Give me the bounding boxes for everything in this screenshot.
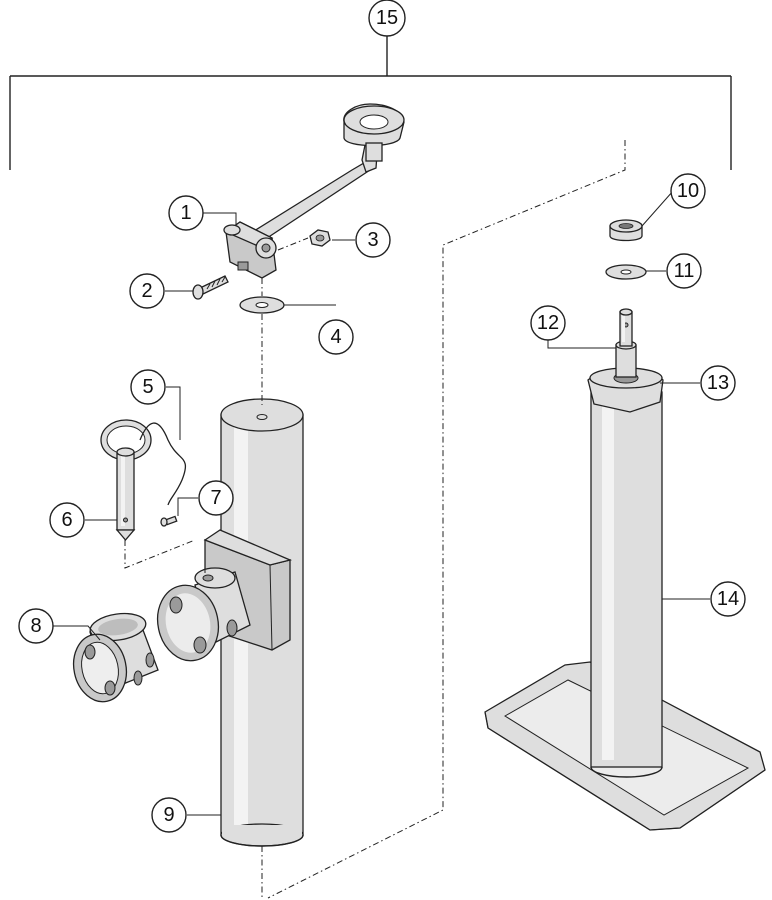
part-5-lanyard [139,422,187,506]
callout-13-label: 13 [707,372,729,394]
part-2-bolt [192,275,229,300]
callout-14: 14 [710,581,746,617]
callout-11: 11 [666,253,702,289]
callout-12: 12 [530,305,566,341]
callout-11-label: 11 [674,260,695,282]
separator-line [267,140,626,899]
callout-6: 6 [49,502,85,538]
callout-6-label: 6 [61,509,72,531]
pin-alignment-line [124,539,206,575]
callout-3-label: 3 [367,229,378,251]
callout-2-label: 2 [141,280,152,302]
callout-1-label: 1 [180,202,191,224]
part-6-pin [100,419,152,542]
callout-9-label: 9 [163,804,174,826]
callout-12-label: 12 [537,312,559,334]
callout-14-label: 14 [717,588,739,610]
leader-lines [53,190,710,816]
part-3-nut [277,229,331,251]
callout-8: 8 [18,608,54,644]
callout-5-label: 5 [142,376,153,398]
part-7-small-screw [160,515,178,527]
part-10-bearing [609,219,643,242]
part-8-collar [72,612,159,703]
callout-2: 2 [129,273,165,309]
part-14-column-tube [590,391,663,778]
callout-8-label: 8 [30,615,41,637]
callout-7-label: 7 [210,487,221,509]
callout-4: 4 [318,319,354,355]
callout-9: 9 [151,797,187,833]
callout-3: 3 [355,222,391,258]
part-11-washer [605,264,647,280]
callout-4-label: 4 [330,326,341,348]
callout-7: 7 [198,480,234,516]
part-13-top-cap [587,367,664,413]
callout-15-label: 15 [376,7,398,29]
part-12-screw-shaft [615,308,637,378]
callout-10: 10 [670,173,706,209]
part-4-washer [239,278,285,898]
assembly-bracket [9,36,732,170]
part-1-crank-handle [223,103,405,279]
callout-15: 15 [368,0,406,37]
part-9-side-sleeve [156,567,251,662]
callout-13: 13 [700,365,736,401]
callout-10-label: 10 [677,180,699,202]
callout-5: 5 [130,369,166,405]
callout-1: 1 [168,195,204,231]
